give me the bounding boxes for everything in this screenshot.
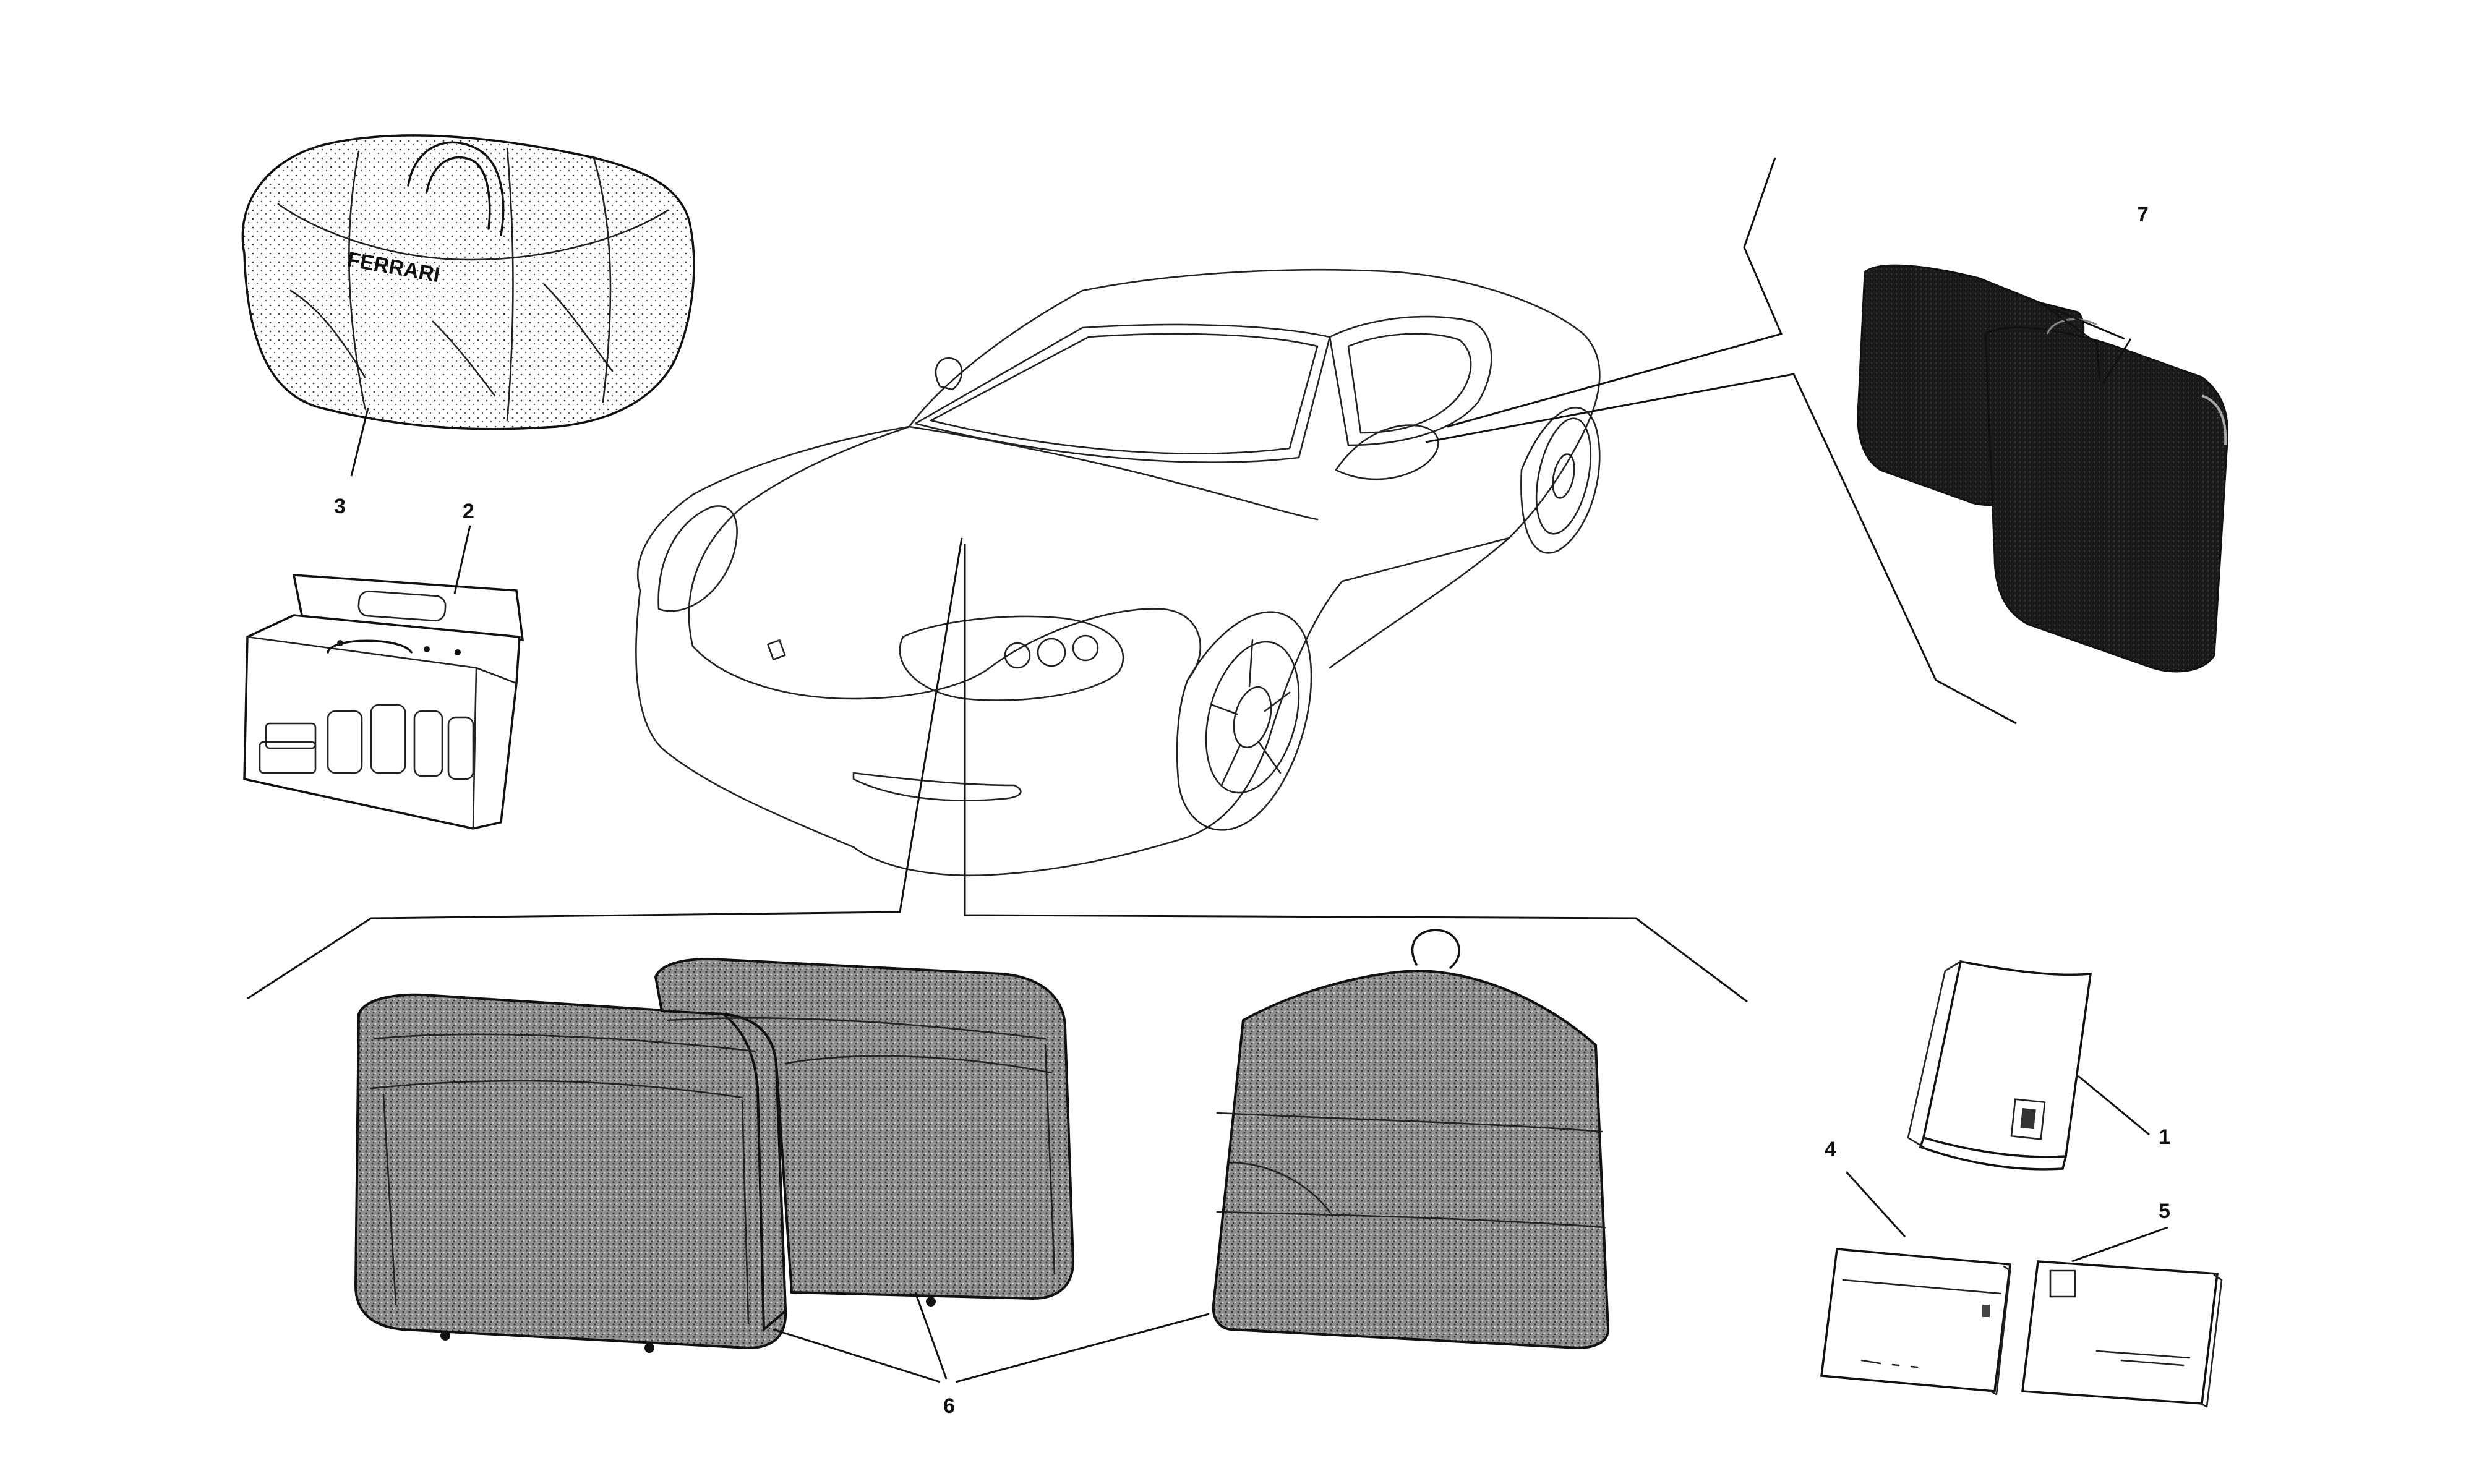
callout-1: 1 [2159,1125,2170,1149]
callout-2: 2 [463,500,474,523]
car-cover-bag: FERRARI [241,134,695,430]
document-5 [2021,1260,2223,1408]
car-illustration [635,268,1601,877]
callout-4: 4 [1825,1138,1836,1161]
leader-lines [247,157,2168,1383]
callout-3: 3 [334,495,346,518]
callout-7: 7 [2137,203,2149,226]
document-4 [1820,1248,2011,1396]
suitcase-medium [654,957,1075,1307]
rear-luggage-set [1857,264,2229,673]
garment-bag [1212,929,1610,1350]
callout-6: 6 [943,1394,955,1418]
callout-5: 5 [2159,1200,2170,1223]
owners-manual-book [1907,960,2092,1171]
tool-case [243,574,524,830]
suitcase-large [354,993,787,1353]
